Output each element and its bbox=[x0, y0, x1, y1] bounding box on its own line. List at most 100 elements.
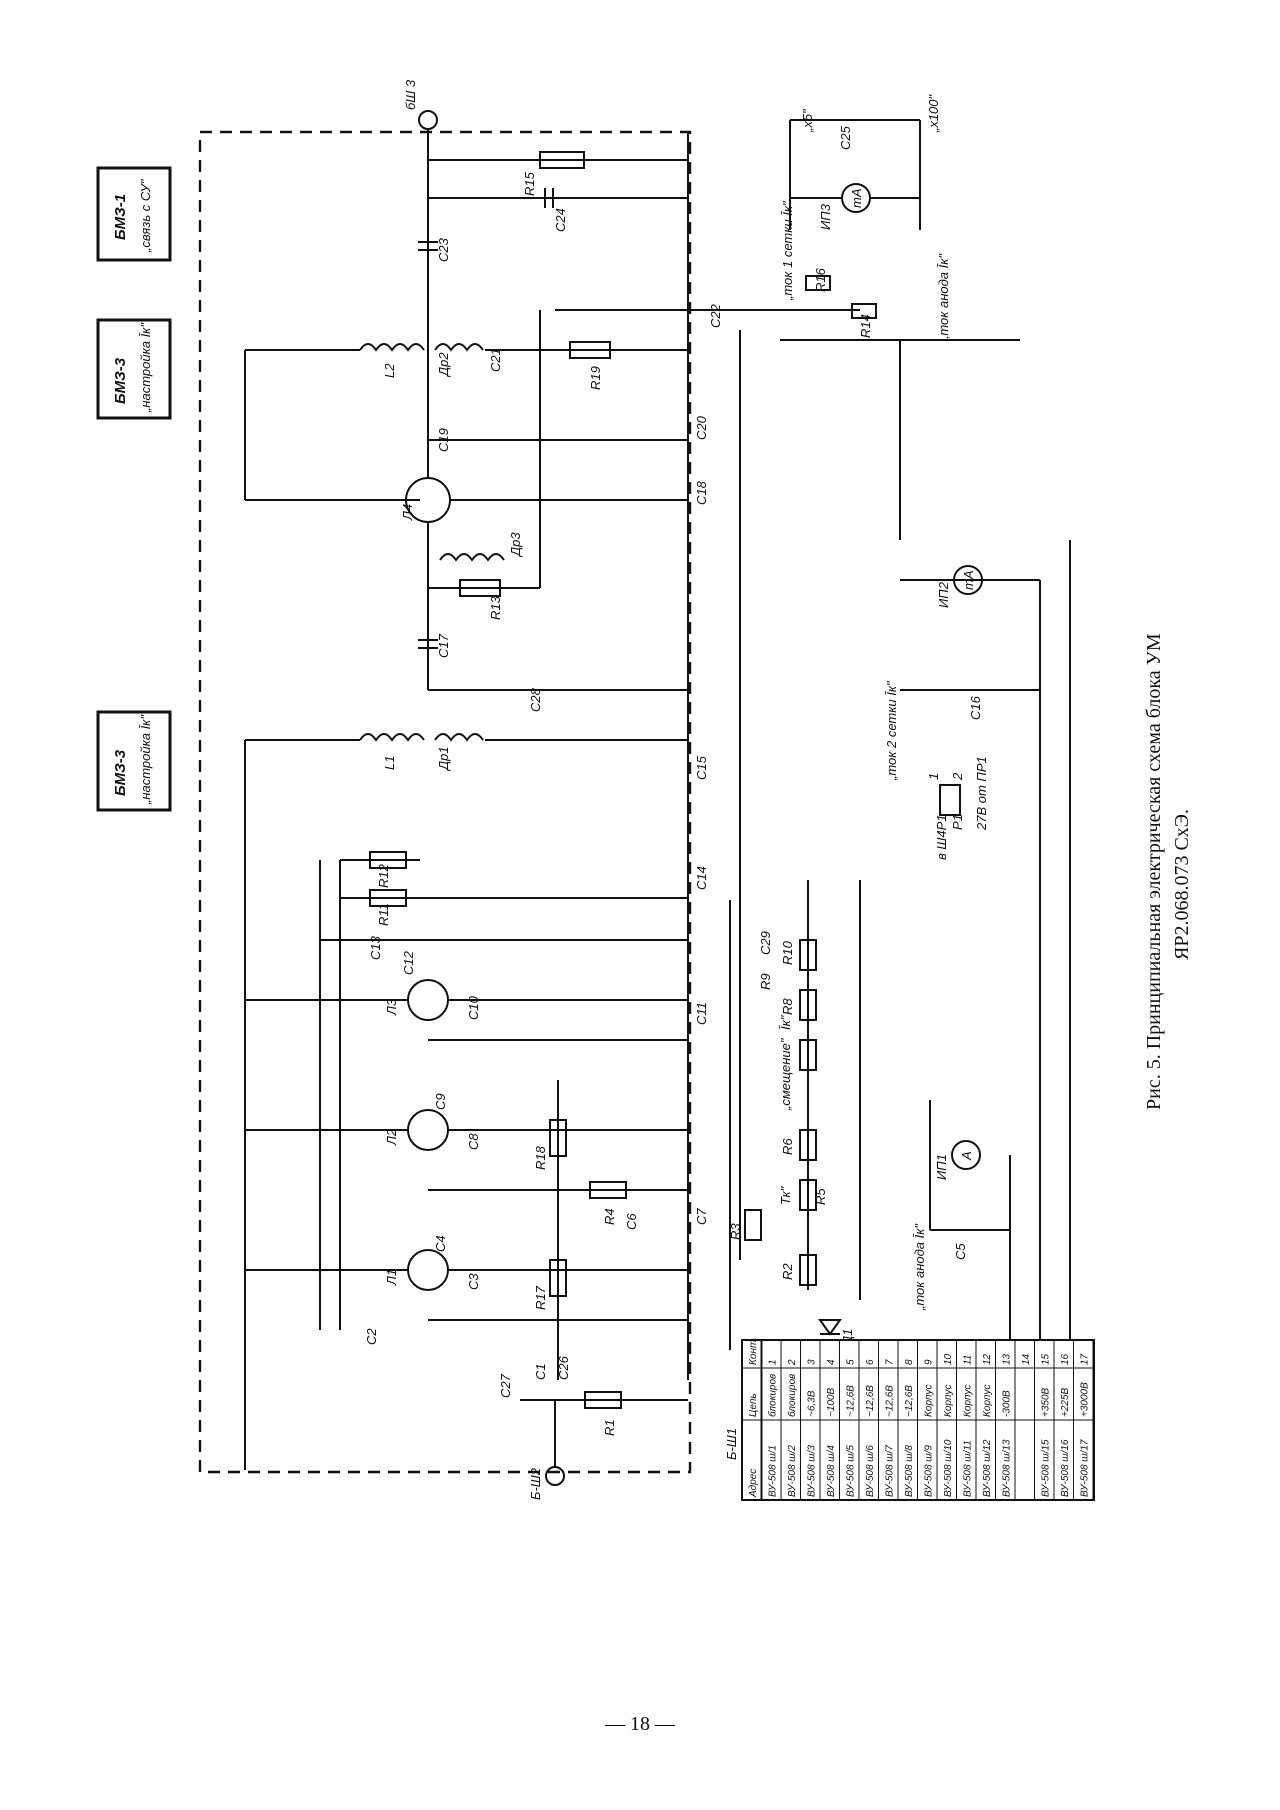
label-tk: Тк" bbox=[778, 1185, 793, 1205]
label-ip2: ИП2 bbox=[936, 581, 951, 608]
label-r15: R15 bbox=[522, 171, 537, 196]
connector-top bbox=[418, 110, 438, 130]
label-dr2: Др2 bbox=[436, 352, 451, 378]
label-ip1-unit: A bbox=[959, 1151, 974, 1161]
label-c13: C13 bbox=[368, 935, 383, 960]
label-c16: C16 bbox=[968, 695, 983, 720]
label-r2: R2 bbox=[780, 1263, 795, 1280]
pin-table-cell: ВУ-508 ш/1 bbox=[768, 1445, 779, 1497]
pin-table-cell: 1 bbox=[768, 1359, 779, 1365]
label-tube-l1: Л1 bbox=[384, 1269, 399, 1286]
pin-table-cell: 10 bbox=[943, 1353, 954, 1365]
label-grid2-current: „ток 2 сетки Īк" bbox=[884, 680, 899, 781]
schematic-diagram bbox=[198, 110, 1090, 1486]
pin-table-cell: ВУ-508 ш/10 bbox=[943, 1439, 954, 1497]
label-c20: C20 bbox=[694, 415, 709, 440]
label-c28: C28 bbox=[528, 687, 543, 712]
pin-table-cell: ВУ-508 ш/9 bbox=[924, 1445, 935, 1497]
label-dr1: Др1 bbox=[436, 746, 451, 772]
label-c22: C22 bbox=[708, 303, 723, 328]
pin-table-cell: ВУ-508 ш/12 bbox=[982, 1439, 993, 1497]
block-b1: БМЗ-1 „связь с СУ" bbox=[96, 166, 172, 262]
pin-table-cell: ~12,6В bbox=[885, 1385, 896, 1417]
label-c17: C17 bbox=[436, 633, 451, 658]
label-l1: L1 bbox=[382, 756, 397, 770]
block-b1-desc: „связь с СУ" bbox=[138, 178, 153, 253]
pin-table-cell: ~12,6В bbox=[865, 1385, 876, 1417]
pin-table-cell: 12 bbox=[982, 1353, 993, 1365]
pin-table-header: Адрес bbox=[748, 1469, 759, 1498]
label-r5: R5 bbox=[813, 1188, 828, 1205]
pin-table-cell: ~12,6В bbox=[904, 1385, 915, 1417]
label-c4: C4 bbox=[433, 1235, 448, 1252]
pin-table-cell: 17 bbox=[1080, 1353, 1091, 1365]
label-ip3: ИП3 bbox=[818, 203, 833, 230]
block-b2-name: БМЗ-3 bbox=[112, 357, 129, 404]
dr2-coil bbox=[434, 343, 484, 352]
label-tube-l4: Л4 bbox=[400, 504, 415, 521]
label-c12: C12 bbox=[401, 950, 416, 975]
label-r1: R1 bbox=[602, 1419, 617, 1436]
label-anode-ip1: „ток анода Īк" bbox=[912, 1223, 927, 1311]
label-connector-bottom: Б-Ш2 bbox=[528, 1467, 543, 1500]
label-c18: C18 bbox=[694, 480, 709, 505]
label-c14: C14 bbox=[694, 866, 709, 890]
label-relay-from: 27В от ПР1 bbox=[974, 756, 989, 831]
page-number: — 18 — bbox=[604, 1713, 676, 1735]
label-l2: L2 bbox=[382, 363, 397, 378]
pin-table-cell: Корпус bbox=[943, 1384, 954, 1417]
pin-table-cell: ВУ-508 ш/11 bbox=[963, 1440, 974, 1497]
pin-table-cell: ВУ-508 ш/2 bbox=[787, 1445, 798, 1497]
pin-table-cell: Корпус bbox=[982, 1384, 993, 1417]
pin-table-cell: +3000В bbox=[1080, 1382, 1091, 1417]
r2 bbox=[799, 1254, 817, 1286]
label-c2: C2 bbox=[364, 1328, 379, 1345]
tube-l3 bbox=[407, 979, 449, 1021]
pin-table-cell: ВУ-508 ш/4 bbox=[826, 1445, 837, 1497]
label-r17: R17 bbox=[533, 1285, 548, 1310]
block-b2: БМЗ-3 „настройка Īк" bbox=[96, 318, 172, 420]
label-r11: R11 bbox=[376, 903, 391, 926]
tube-l2 bbox=[407, 1109, 449, 1151]
label-dr3: Др3 bbox=[508, 532, 523, 558]
r4 bbox=[589, 1181, 627, 1199]
pin-table-cell: ВУ-508 ш/16 bbox=[1060, 1439, 1071, 1497]
block-b2-desc: „настройка Īк" bbox=[138, 322, 153, 413]
pin-table-cell: ВУ-508 ш/5 bbox=[846, 1445, 857, 1497]
pin-table-cell: ~6,3В bbox=[807, 1390, 818, 1417]
block-b1-name: БМЗ-1 bbox=[112, 194, 129, 240]
label-x100: „х100" bbox=[926, 93, 941, 133]
label-tube-l2: Л2 bbox=[384, 1128, 399, 1146]
label-c24: C24 bbox=[553, 208, 568, 232]
pin-table-cell: +225В bbox=[1060, 1387, 1071, 1417]
label-c9: C9 bbox=[433, 1093, 448, 1110]
pin-table-cell: 5 bbox=[846, 1359, 857, 1365]
label-c5: C5 bbox=[953, 1243, 968, 1260]
label-c23: C23 bbox=[436, 237, 451, 262]
r12 bbox=[369, 851, 407, 869]
figure-caption-line2: ЯР2.068.073 СхЭ. bbox=[1171, 809, 1193, 960]
label-bias: „смещение" bbox=[778, 1037, 793, 1111]
label-c25: C25 bbox=[838, 125, 853, 150]
label-relay-to: в Ш4Р1 bbox=[934, 815, 949, 861]
block-b3-desc: „настройка Īк" bbox=[138, 714, 153, 805]
label-connector-top: бШ 3 bbox=[403, 79, 418, 110]
label-r9: R9 bbox=[758, 973, 773, 990]
pin-table-cell: 7 bbox=[885, 1359, 896, 1365]
pin-table-cell: ВУ-508 ш/6 bbox=[865, 1445, 876, 1497]
label-c8: C8 bbox=[466, 1133, 481, 1150]
pin-table-cell: -300В bbox=[1002, 1390, 1013, 1417]
pin-table-cell: ВУ-508 ш/17 bbox=[1080, 1439, 1091, 1497]
label-r10: R10 bbox=[780, 940, 795, 965]
relay-p1 bbox=[939, 784, 961, 816]
pin-table-cell: 4 bbox=[826, 1359, 837, 1365]
pin-table-cell: ВУ-508 ш/15 bbox=[1041, 1439, 1052, 1497]
pin-table-cell: Корпус bbox=[963, 1384, 974, 1417]
label-r3: R3 bbox=[728, 1223, 743, 1240]
label-ik: Īк" bbox=[778, 1014, 793, 1030]
pin-table-cell: блокиров bbox=[786, 1374, 798, 1417]
dr1-coil bbox=[434, 733, 484, 742]
r10 bbox=[799, 939, 817, 971]
label-r6: R6 bbox=[780, 1138, 795, 1155]
